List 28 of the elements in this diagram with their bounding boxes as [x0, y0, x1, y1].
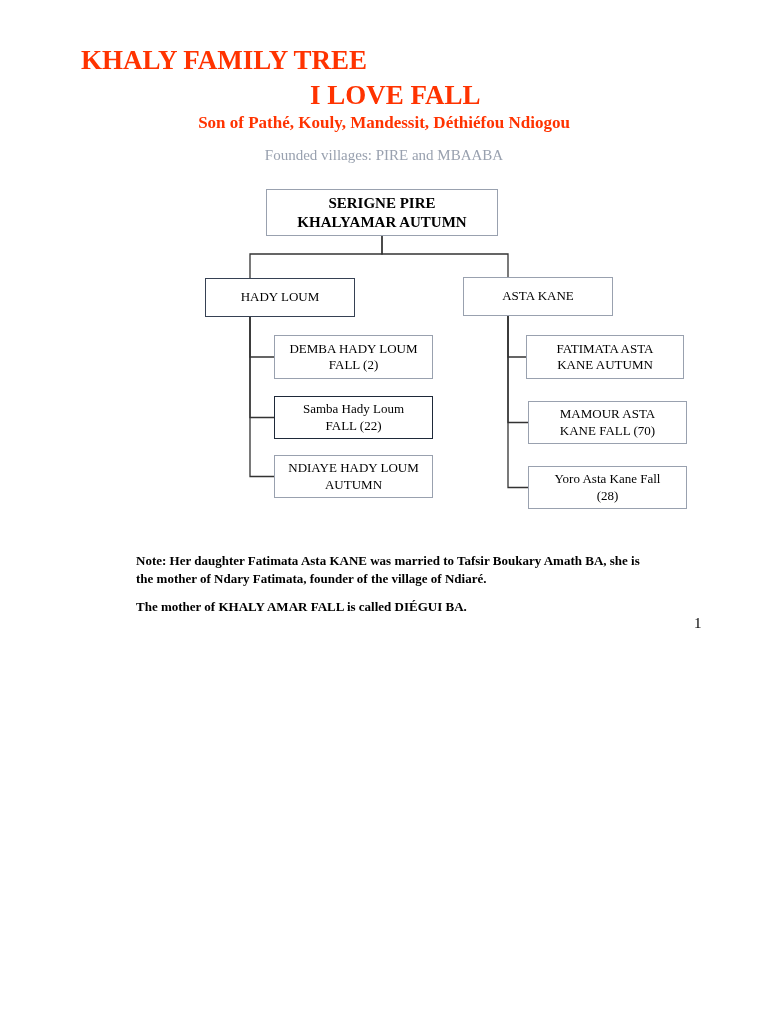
person-box	[274, 335, 433, 379]
person-box	[274, 455, 433, 498]
person-name: NDIAYE HADY LOUM AUTUMN	[287, 460, 420, 493]
person-box	[528, 466, 687, 509]
person-name: HADY LOUM	[240, 289, 320, 306]
person-name: Samba Hady Loum FALL (22)	[301, 401, 406, 434]
person-box	[463, 277, 613, 316]
connector-line	[249, 316, 275, 478]
note-text: The mother of KHALY AMAR FALL is called DIÉGUI BA.	[136, 598, 468, 616]
subtitle: Son of Pathé, Kouly, Mandessit, Déthiéfou Ndiogou	[197, 112, 571, 134]
connector-line	[507, 315, 529, 489]
person-name: ASTA KANE	[502, 288, 574, 305]
subtitle: I LOVE FALL	[310, 79, 481, 112]
page-number: 1	[694, 614, 702, 633]
person-name: DEMBA HADY LOUM FALL (2)	[288, 340, 419, 374]
note-text: Note: Her daughter Fatimata Asta KANE was married to Tafsir Boukary Amath BA, she is the mother of Ndary Fatimata, founder of the village of Ndiaré.	[136, 552, 641, 589]
person-name: SERIGNE PIRE KHALYAMAR AUTUMN	[296, 193, 468, 232]
person-box	[528, 401, 687, 444]
person-name: Yoro Asta Kane Fall (28)	[553, 471, 662, 504]
person-name: MAMOUR ASTA KANE FALL (70)	[558, 406, 657, 439]
connector-line	[381, 235, 509, 278]
title: KHALY FAMILY TREE	[81, 44, 368, 77]
person-box	[526, 335, 684, 379]
person-box	[274, 396, 433, 439]
person-box	[266, 189, 498, 236]
person-name: FATIMATA ASTA KANE AUTUMN	[555, 340, 655, 374]
note-text: Founded villages: PIRE and MBAABA	[263, 146, 505, 165]
person-box	[205, 278, 355, 317]
